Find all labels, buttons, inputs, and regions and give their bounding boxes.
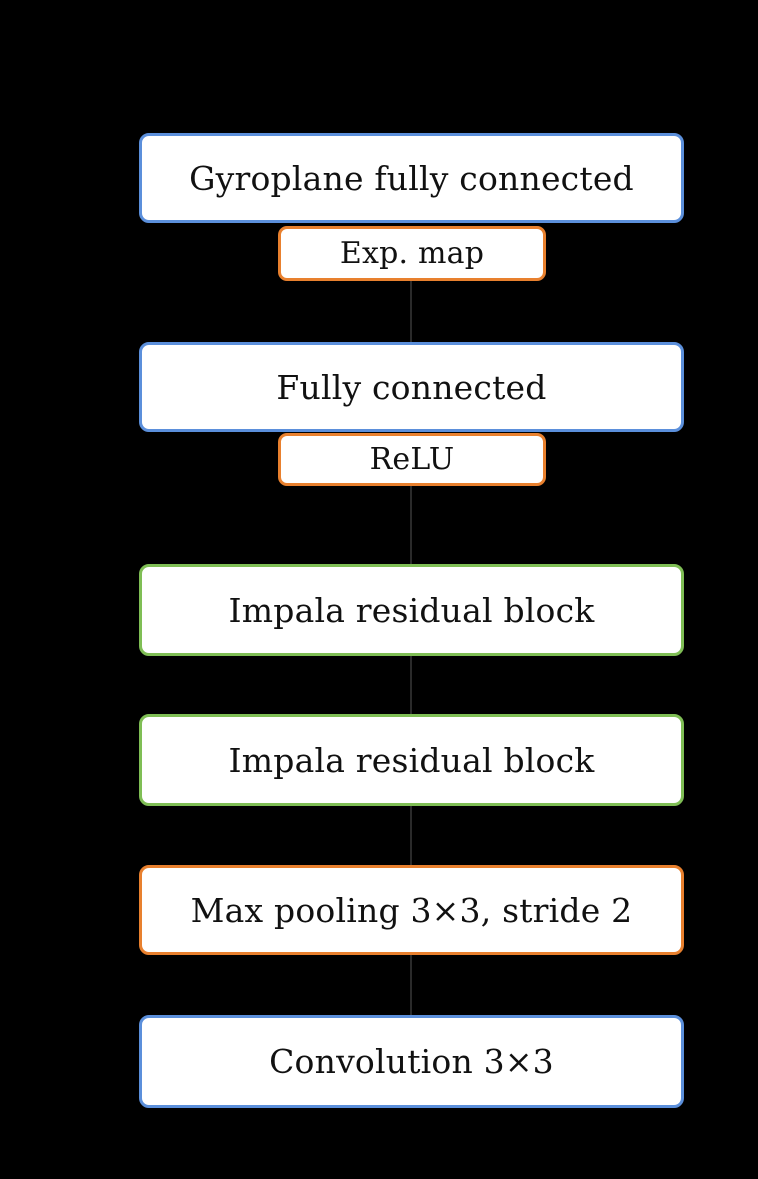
block-impala-residual-block-2[interactable]: Impala residual block (139, 564, 684, 656)
connector-impala2-to-relu (410, 486, 412, 564)
block-label: Gyroplane fully connected (189, 158, 634, 198)
block-label: Fully connected (276, 367, 547, 407)
block-label: ReLU (369, 442, 455, 477)
block-label: Exp. map (339, 236, 485, 271)
block-label: Impala residual block (228, 740, 595, 780)
block-relu[interactable]: ReLU (278, 433, 546, 486)
connector-expmap-to-fc (410, 281, 412, 342)
block-fully-connected[interactable]: Fully connected (139, 342, 684, 432)
block-label: Convolution 3×3 (269, 1042, 554, 1081)
connector-conv-to-maxpool (410, 955, 412, 1015)
connector-maxpool-to-impala1 (410, 806, 412, 865)
block-gyroplane-fully-connected[interactable]: Gyroplane fully connected (139, 133, 684, 223)
block-convolution[interactable]: Convolution 3×3 (139, 1015, 684, 1108)
block-max-pooling[interactable]: Max pooling 3×3, stride 2 (139, 865, 684, 955)
block-impala-residual-block-1[interactable]: Impala residual block (139, 714, 684, 806)
block-label: Impala residual block (228, 590, 595, 630)
block-label: Max pooling 3×3, stride 2 (190, 890, 633, 930)
block-exp-map[interactable]: Exp. map (278, 226, 546, 281)
connector-impala1-to-impala2 (410, 656, 412, 714)
